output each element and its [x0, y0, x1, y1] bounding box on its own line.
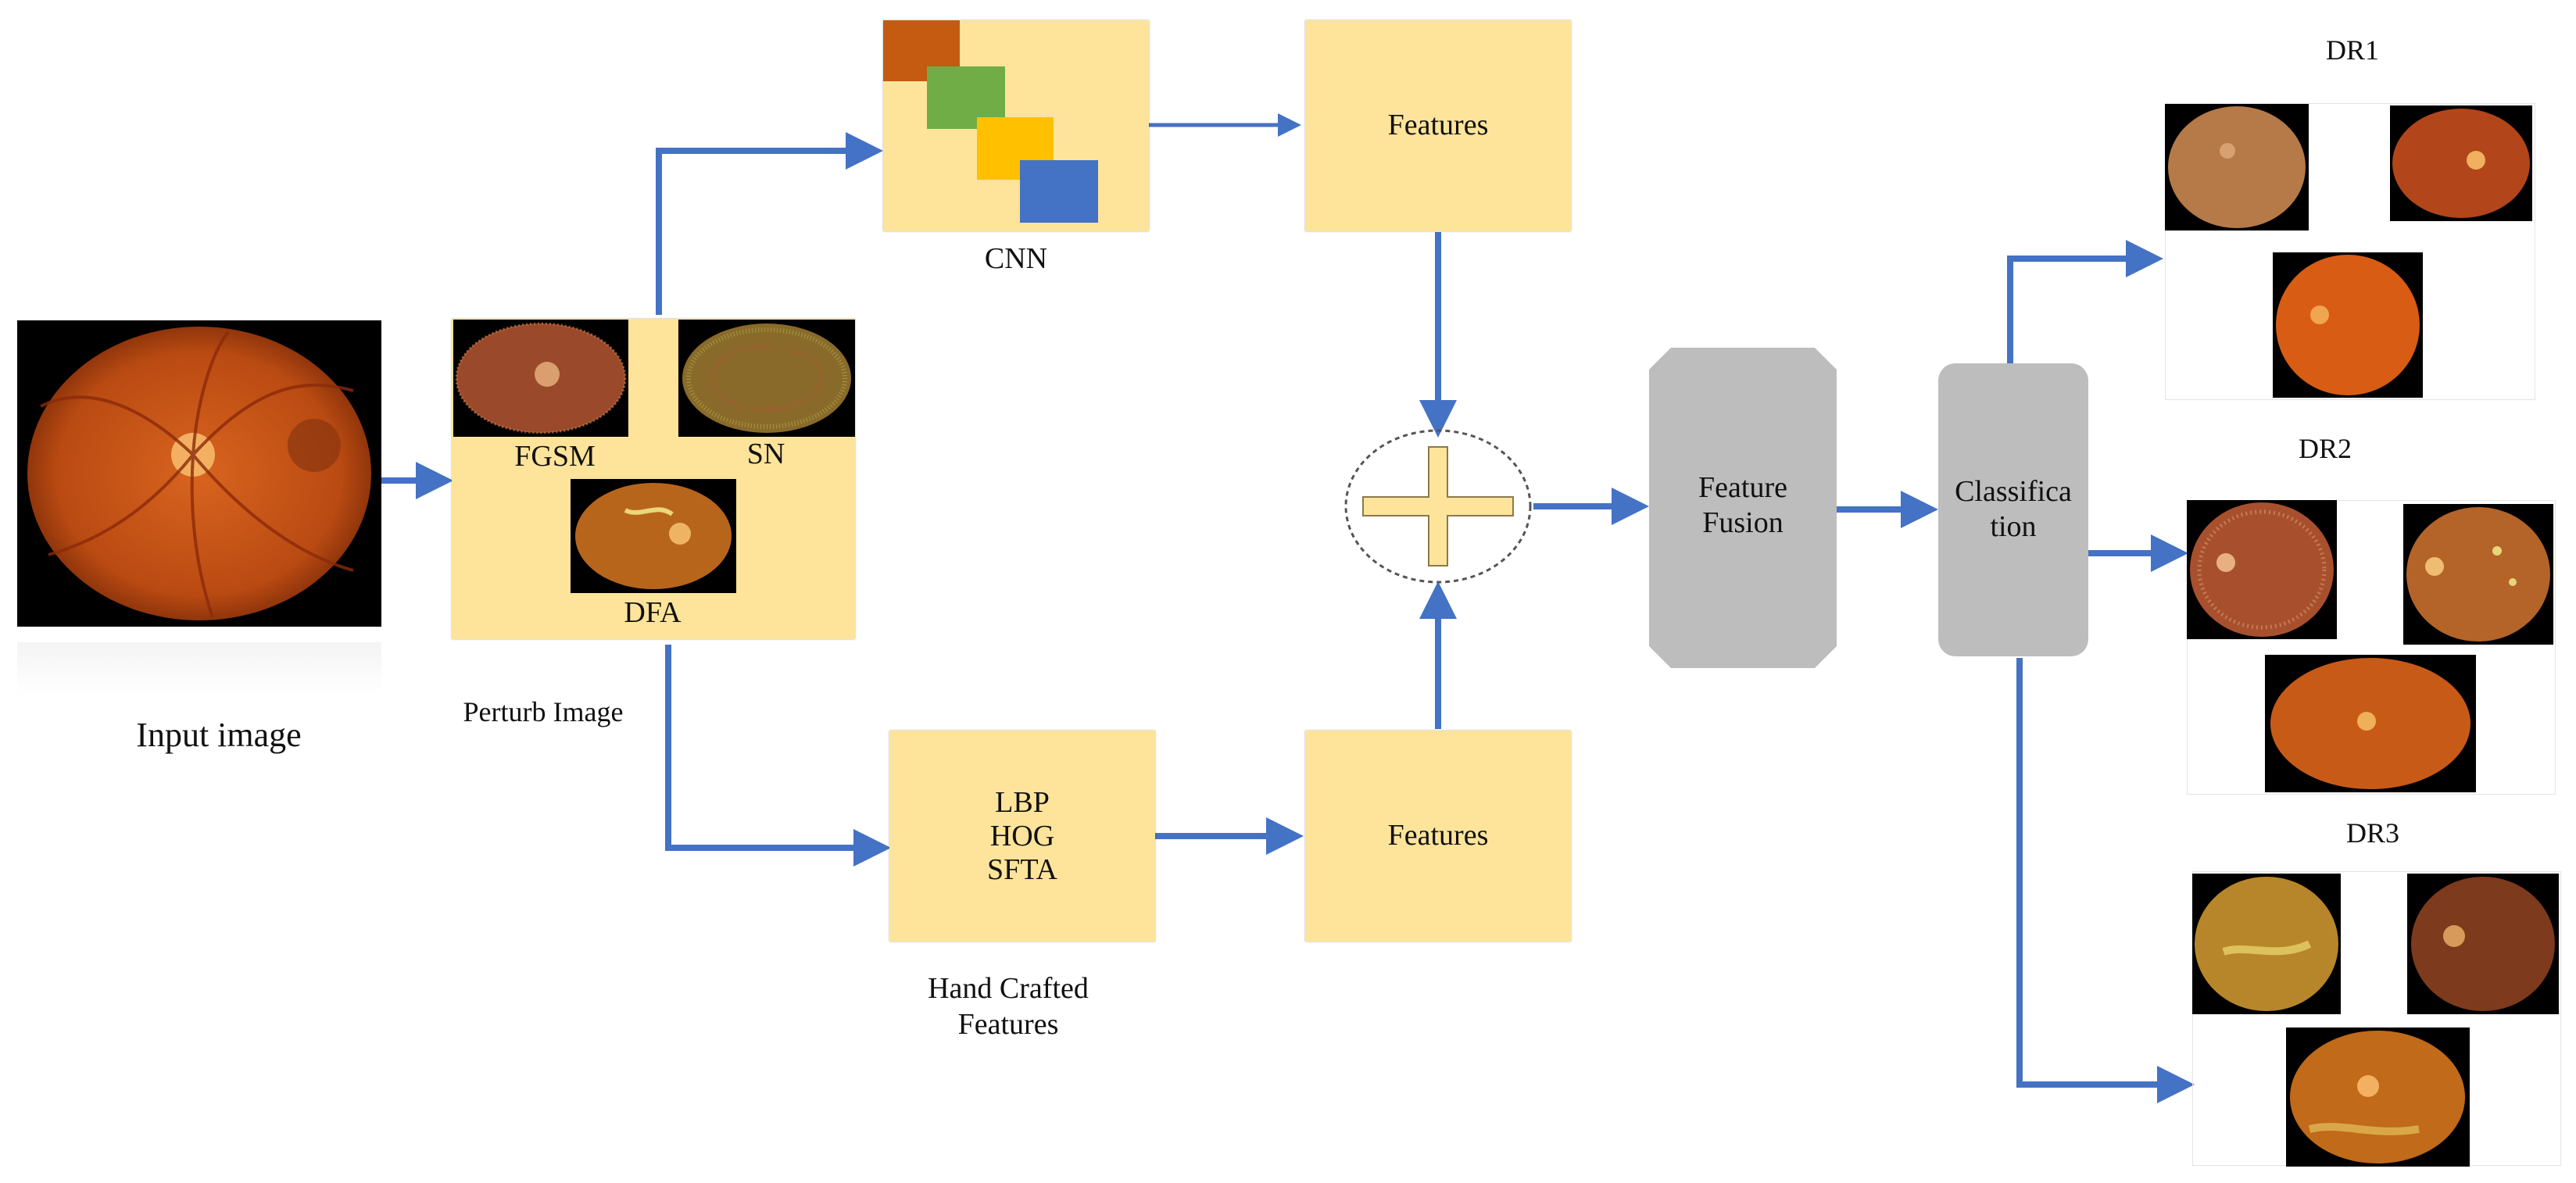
- feature-fusion-line2: Fusion: [1702, 506, 1784, 539]
- input-image-label: Input image: [136, 716, 302, 754]
- cnn-layer-4: [1020, 160, 1098, 223]
- dfa-retina-image: [571, 479, 736, 593]
- dr3-label: DR3: [2345, 817, 2399, 849]
- fgsm-retina-image: [453, 320, 628, 437]
- dr2-group-frame: [2187, 500, 2556, 795]
- sn-retina-image: [678, 320, 855, 437]
- dr2-retina-image-1: [2187, 500, 2337, 639]
- dr2-retina-image-2: [2403, 504, 2553, 645]
- feature-fusion-line1: Feature: [1698, 471, 1787, 504]
- input-retina-image: [17, 320, 381, 627]
- dr3-retina-image-3: [2286, 1028, 2470, 1167]
- plus-icon: [1362, 446, 1514, 566]
- handcrafted-lbp: LBP: [995, 786, 1050, 819]
- classification-block: [1938, 363, 2088, 656]
- fgsm-label: FGSM: [514, 440, 596, 473]
- features-bottom-label: Features: [1387, 819, 1489, 852]
- dr1-group-frame: [2165, 103, 2535, 400]
- classification-line1: Classifica: [1955, 475, 2072, 508]
- handcrafted-hog: HOG: [989, 820, 1055, 852]
- features-top-box: Features: [1305, 20, 1571, 231]
- dfa-label: DFA: [624, 596, 682, 629]
- handcrafted-sfta: SFTA: [987, 853, 1057, 886]
- dr1-retina-image-2: [2390, 105, 2532, 221]
- dr3-retina-image-1: [2192, 874, 2341, 1014]
- cnn-label: CNN: [984, 242, 1048, 275]
- handcrafted-caption-line2: Features: [957, 1008, 1059, 1041]
- sn-label: SN: [746, 438, 785, 470]
- dr1-label: DR1: [2325, 34, 2379, 66]
- arrow-perturb-to-handcrafted: [665, 645, 891, 867]
- arrow-classification-to-dr1: [2007, 240, 2163, 363]
- dr2-retina-image-3: [2265, 655, 2476, 792]
- input-image-shadow: [17, 642, 381, 695]
- handcrafted-caption-line1: Hand Crafted: [928, 972, 1089, 1005]
- perturb-image-label: Perturb Image: [463, 696, 624, 727]
- features-bottom-box: Features: [1305, 731, 1571, 942]
- feature-fusion-block: [1649, 348, 1837, 668]
- dr1-retina-image-3: [2273, 252, 2423, 398]
- features-top-label: Features: [1387, 109, 1489, 141]
- handcrafted-box: LBP HOG SFTA: [889, 731, 1155, 942]
- dr3-retina-image-2: [2407, 874, 2559, 1014]
- dr1-retina-image-1: [2165, 104, 2309, 231]
- arrow-perturb-to-cnn: [656, 132, 883, 315]
- dr2-label: DR2: [2298, 433, 2352, 464]
- sum-node: [1344, 429, 1532, 584]
- arrow-classification-to-dr3: [2016, 658, 2195, 1103]
- classification-line2: tion: [1990, 510, 2037, 543]
